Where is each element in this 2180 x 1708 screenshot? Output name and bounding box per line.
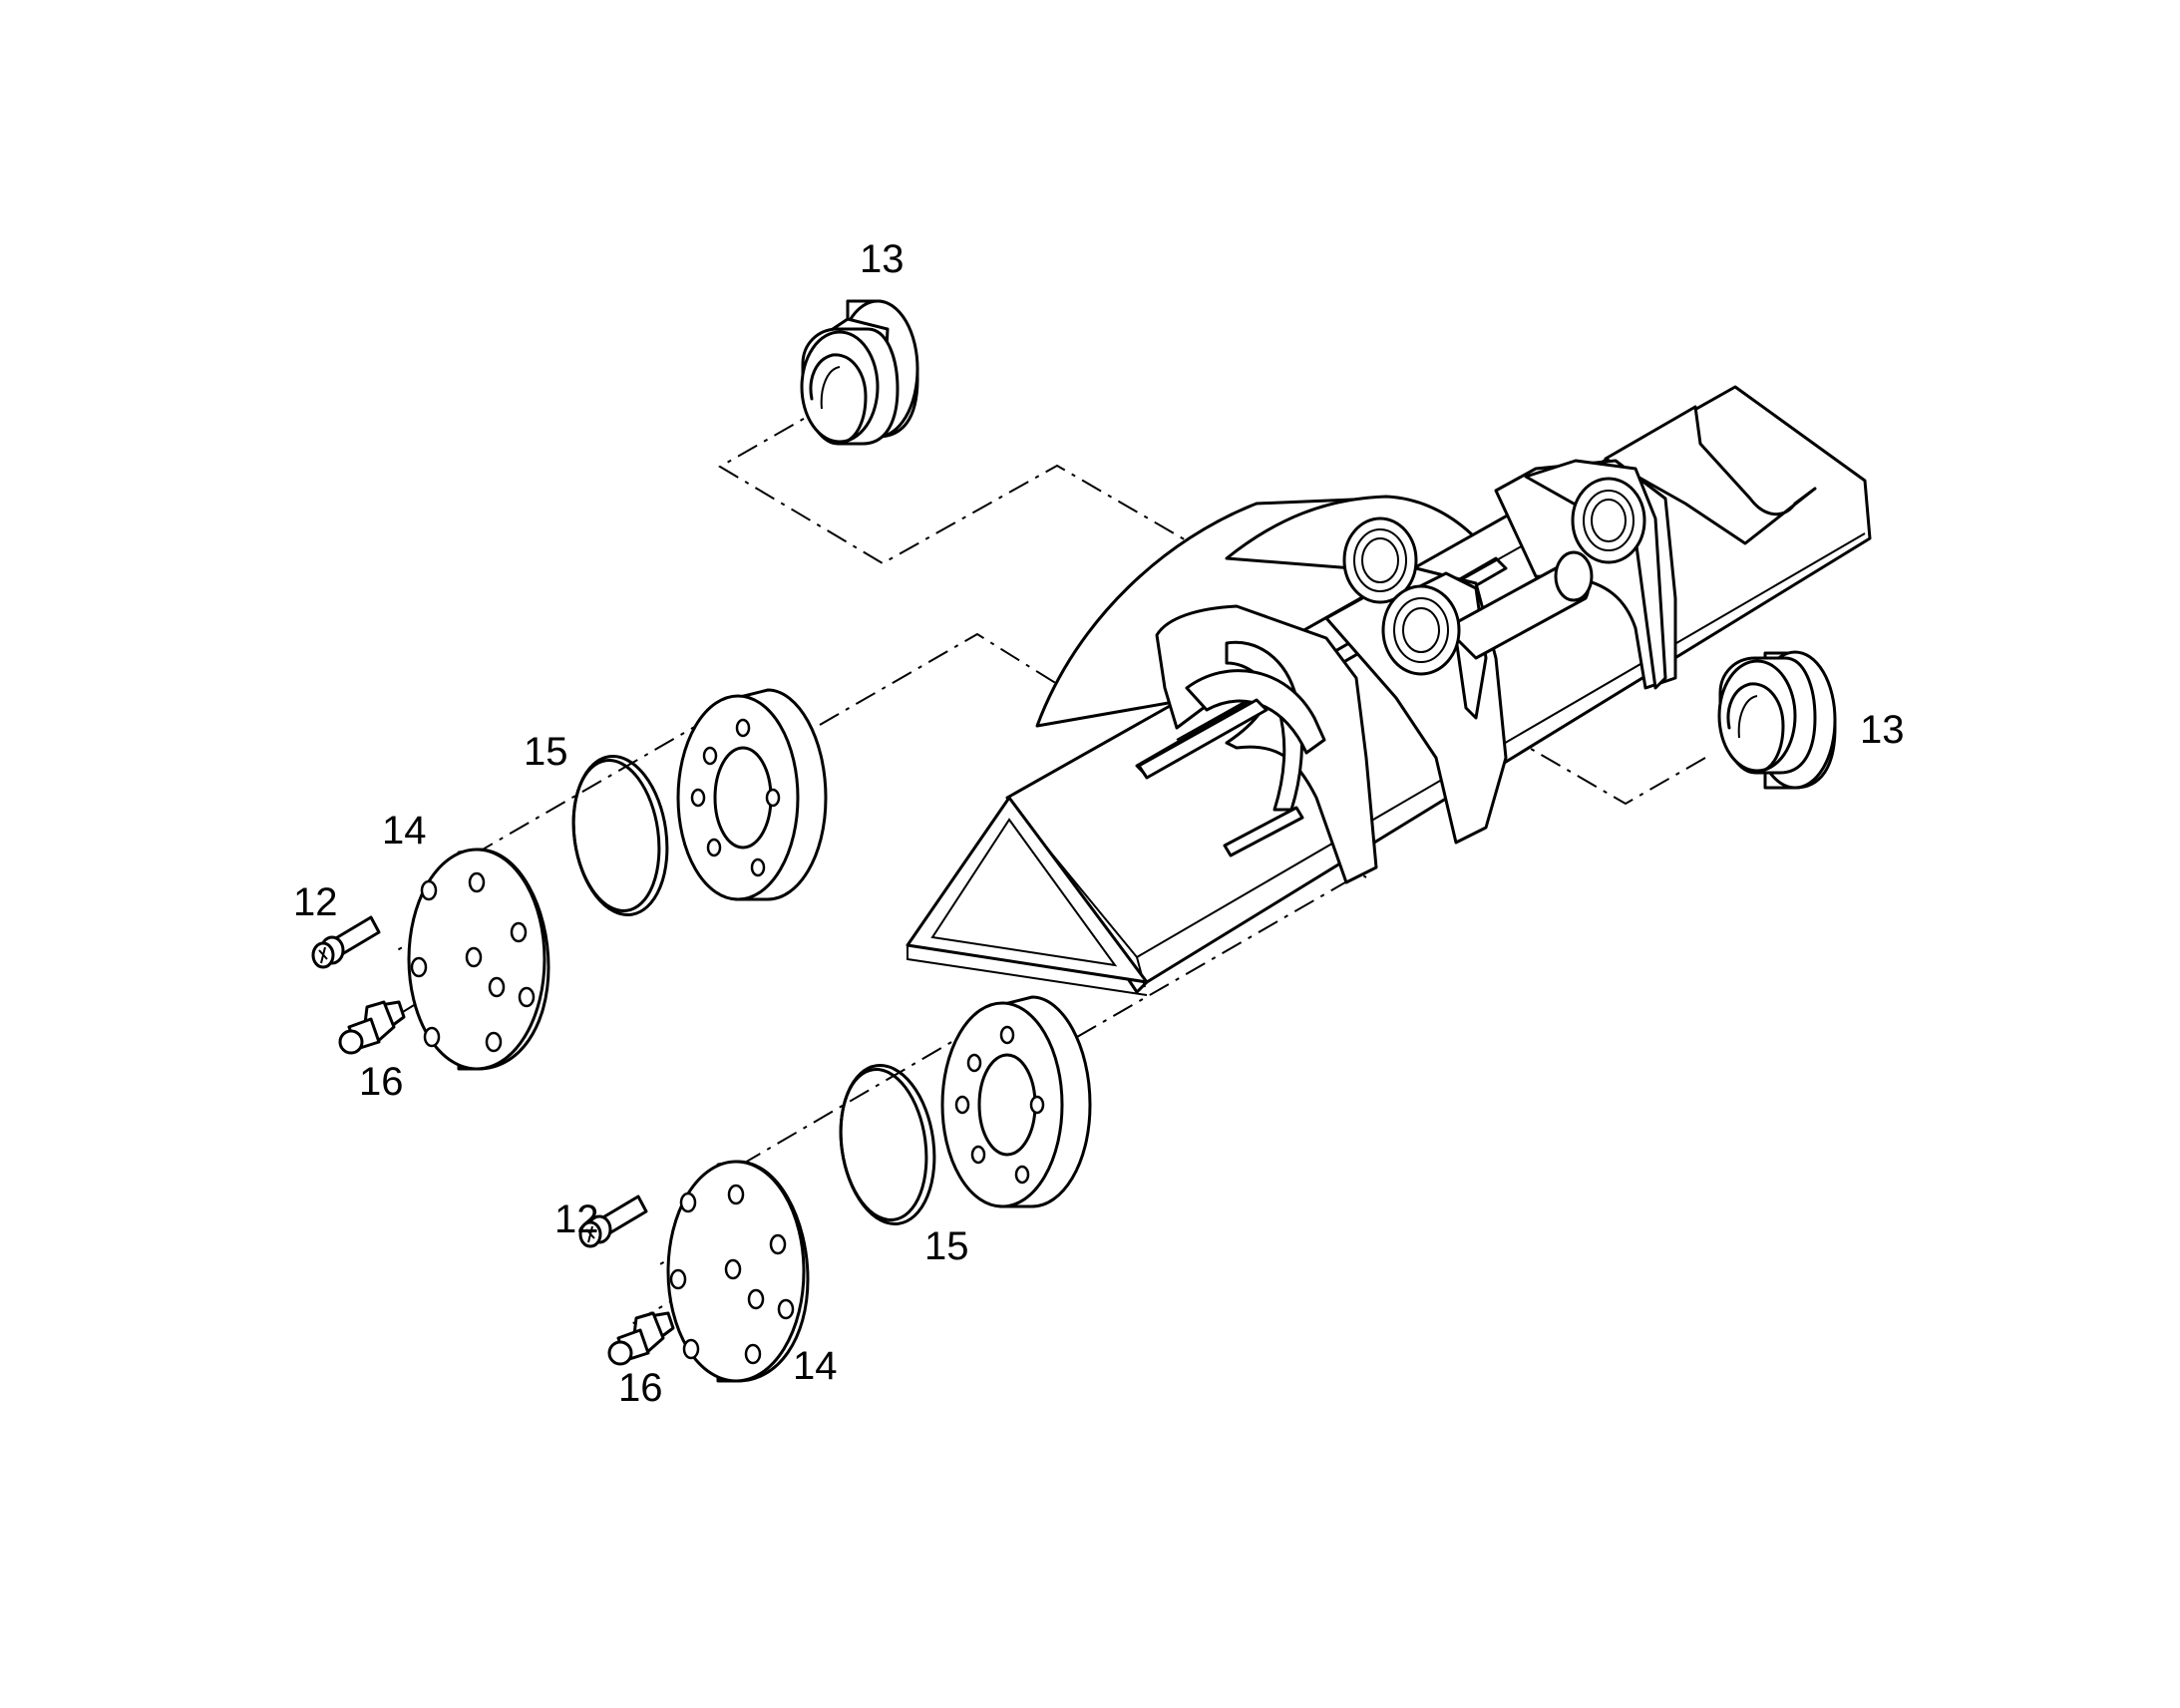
leader-bushing-right xyxy=(1425,687,1706,806)
upper-bolt xyxy=(311,915,381,969)
callout-14-upper: 14 xyxy=(382,809,427,853)
callout-14-lower: 14 xyxy=(793,1344,838,1388)
rear-tail xyxy=(1604,405,1817,545)
front-triangle-inner xyxy=(930,818,1118,967)
front-yoke-arm-inner xyxy=(1185,669,1326,755)
bracket-bushing-3 xyxy=(1571,477,1646,564)
front-triangle-base xyxy=(907,945,1148,996)
callout-15-upper: 15 xyxy=(524,730,568,774)
leader-upper-hub xyxy=(819,632,1090,726)
front-yoke-bar-1 xyxy=(1137,698,1269,780)
callout-15-lower: 15 xyxy=(924,1224,969,1268)
boom-frame xyxy=(906,385,1872,996)
callout-16-lower: 16 xyxy=(618,1366,663,1410)
bushing-13-right xyxy=(1717,650,1837,790)
callout-12-upper: 12 xyxy=(293,880,338,924)
lower-cap xyxy=(666,1160,810,1383)
lower-bolt xyxy=(578,1195,648,1248)
bushing-13-top xyxy=(800,299,919,446)
upper-hub-ring xyxy=(676,688,828,901)
callout-12-lower: 12 xyxy=(554,1197,599,1241)
upper-cap xyxy=(407,848,550,1071)
lower-o-ring xyxy=(839,1064,936,1225)
lower-grease-nipple xyxy=(607,1311,675,1366)
callout-16-upper: 16 xyxy=(359,1060,404,1104)
lower-hub-ring xyxy=(940,995,1092,1208)
callout-labels: 13 13 15 14 12 16 12 15 14 16 xyxy=(293,237,1905,1410)
bracket-bushing-1 xyxy=(1342,516,1418,604)
callout-13-right: 13 xyxy=(1860,708,1905,752)
callout-13-top: 13 xyxy=(860,237,905,281)
front-yoke-bar-2 xyxy=(1223,806,1304,857)
upper-o-ring xyxy=(571,755,669,916)
leader-bushing-top xyxy=(718,403,1307,611)
bracket-bushing-2 xyxy=(1381,584,1461,676)
cross-pin-end-rear xyxy=(1554,550,1594,602)
upper-grease-nipple xyxy=(338,1000,406,1055)
front-triangle-end xyxy=(906,796,1149,984)
